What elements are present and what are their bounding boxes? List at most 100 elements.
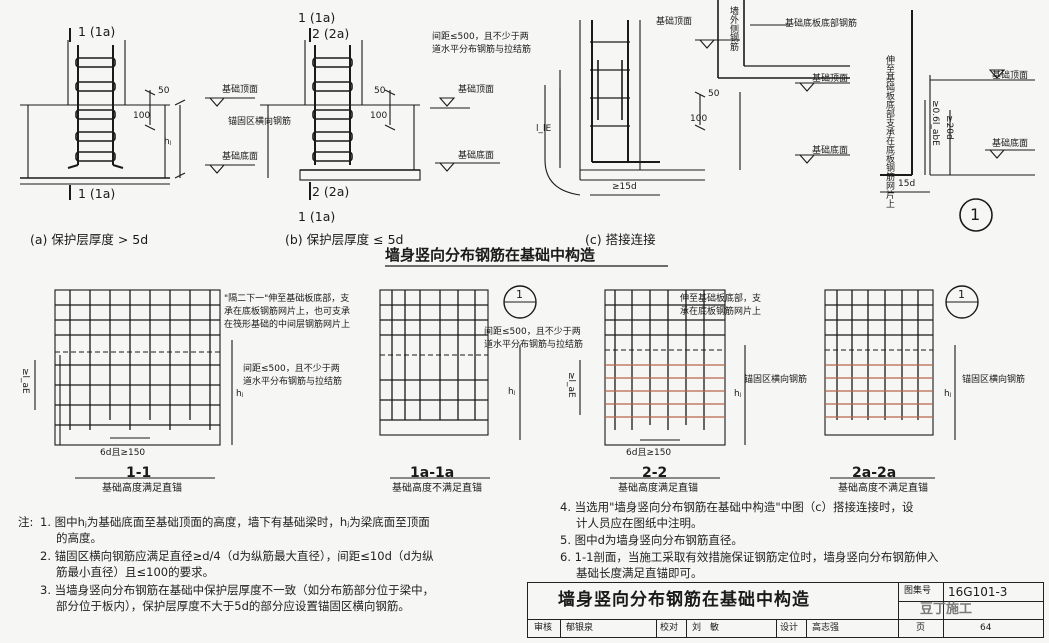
panel-a-callout-bottom: 基础底面	[222, 152, 259, 162]
sec11-note-top1: "隔二下一"伸至基础板底部，支	[224, 294, 350, 304]
panel-d-callout-top: 基础顶面	[812, 74, 849, 84]
sec11-caption: 基础高度满足直锚	[102, 483, 182, 494]
sec22-caption: 基础高度满足直锚	[618, 483, 698, 494]
sec11-dim-hj: hⱼ	[236, 389, 244, 399]
sec1a-dim-hj: hⱼ	[508, 387, 516, 397]
note-3-line1: 3. 当墙身竖向分布钢筋在基础中保护层厚度不一致（如分布筋部分位于梁中，	[40, 583, 435, 597]
panel-d-drawing	[717, 0, 850, 164]
title-block-title: 墙身竖向分布钢筋在基础中构造	[558, 590, 810, 610]
panel-c-dim-100: 100	[690, 114, 708, 124]
panel-b-caption: (b) 保护层厚度 ≤ 5d	[285, 232, 404, 247]
title-block-page-value: 64	[980, 623, 992, 633]
panel-c-spacing-line1: 间距≤500，且不少于两	[432, 32, 529, 42]
sec22-dim-bottom: 6d且≥150	[626, 448, 672, 458]
panel-e-vertical-note: 伸至基础板底部支承在底板钢筋网片上	[884, 55, 894, 208]
panel-b-section-top2: 2 (2a)	[312, 26, 350, 41]
panel-b-dim-100: 100	[370, 111, 388, 121]
title-block-watermark: 豆丁施工	[920, 602, 973, 617]
panel-e-detail-mark: 1	[970, 205, 981, 224]
sec22-dim-lae: ≥l_aE	[566, 372, 576, 398]
sec22-note1: 伸至基础板底部，支	[680, 294, 762, 304]
sec22-name: 2-2	[642, 465, 668, 481]
panel-c-callout-top: 基础顶面	[458, 85, 495, 95]
sec11-note-mid2: 道水平分布钢筋与拉结筋	[243, 377, 343, 387]
panel-c-caption: (c) 搭接连接	[585, 232, 656, 247]
panel-d-wall-label: 墙外侧钢筋	[728, 6, 738, 51]
note-5: 5. 图中d为墙身竖向分布钢筋直径。	[560, 533, 743, 547]
title-block-design-label: 设计	[780, 623, 799, 633]
section-title: 墙身竖向分布钢筋在基础中构造	[385, 246, 596, 264]
sec2a-dim-hj: hⱼ	[944, 389, 952, 399]
sec22-anchor: 锚固区横向钢筋	[744, 375, 808, 385]
panel-b-section-bottom2: 1 (1a)	[298, 209, 336, 224]
title-block-page-label: 页	[916, 623, 926, 633]
title-block-review-label: 审核	[534, 623, 553, 633]
note-4-line1: 4. 当选用"墙身竖向分布钢筋在基础中构造"中图（c）搭接连接时，设	[560, 500, 914, 514]
title-block-designer: 高志强	[812, 623, 840, 633]
title-block-atlas-label: 图集号	[904, 586, 932, 596]
sec11-dim-lae: ≥l_aE	[20, 368, 30, 394]
panel-c-dim-lle: l_lE	[536, 124, 552, 134]
panel-a-dim-100: 100	[133, 111, 151, 121]
note-2-line1: 2. 锚固区横向钢筋应满足直径≥d/4（d为纵筋最大直径），间距≤10d（d为纵	[40, 549, 434, 563]
section-2-2-drawing	[579, 289, 746, 479]
note-4-line2: 计人员应在图纸中注明。	[576, 516, 703, 530]
panel-a-section-bottom: 1 (1a)	[78, 186, 116, 201]
panel-b-callout-anchor: 锚固区横向钢筋	[228, 117, 292, 127]
panel-d-callout-top-left: 基础顶面	[656, 17, 693, 27]
note-6-line2: 基础长度满足直锚即可。	[576, 566, 703, 580]
panel-c-callout-bottom: 基础底面	[458, 151, 495, 161]
title-block-reviewer: 郁银泉	[566, 623, 594, 633]
panel-e-dim-20d: ≥20d	[944, 115, 954, 140]
sec2a-detail-mark: 1	[958, 288, 965, 301]
section-1-1-drawing	[34, 289, 233, 479]
sec11-name: 1-1	[126, 465, 152, 481]
sec1a-name: 1a-1a	[410, 465, 455, 481]
sec11-note-top3: 在筏形基础的中间层钢筋网片上	[224, 320, 351, 330]
sec2a-caption: 基础高度不满足直锚	[838, 483, 928, 494]
title-block-atlas-value: 16G101-3	[948, 585, 1008, 599]
panel-a-dim-50: 50	[158, 86, 170, 96]
panel-a-dim-hj: hⱼ	[164, 137, 172, 147]
panel-a-callout-top: 基础顶面	[222, 85, 259, 95]
notes-prefix: 注:	[18, 515, 34, 529]
panel-c-drawing	[430, 20, 741, 196]
sec1a-note2: 道水平分布钢筋与拉结筋	[484, 340, 584, 350]
panel-a-section-top: 1 (1a)	[78, 24, 116, 39]
sec22-dim-hj: hⱼ	[734, 389, 742, 399]
title-block-check-label: 校对	[660, 623, 679, 633]
note-2-line2: 筋最小直径）且≤100的要求。	[56, 565, 215, 579]
title-block-checker: 刘 敏	[692, 623, 720, 633]
sec11-dim-bottom: 6d且≥150	[100, 448, 146, 458]
section-2a-2a-drawing	[824, 285, 979, 479]
sec11-note-mid1: 间距≤500，且不少于两	[243, 364, 340, 374]
title-block: 墙身竖向分布钢筋在基础中构造 图集号 16G101-3 豆丁施工 审核 郁银泉 …	[527, 582, 1044, 638]
sec2a-name: 2a-2a	[852, 465, 897, 481]
panel-e-dim-06: ≥0.6l_abE	[930, 100, 940, 146]
panel-e-callout-top: 基础顶面	[992, 71, 1029, 81]
panel-e-callout-bottom: 基础底面	[992, 139, 1029, 149]
sec1a-detail-mark: 1	[516, 288, 523, 301]
section-1a-1a-drawing	[379, 285, 537, 479]
note-3-line2: 部分位于板内），保护层厚度不大于5d的部分应设置锚固区横向钢筋。	[56, 599, 410, 613]
sec22-note2: 承在底板钢筋网片上	[680, 307, 762, 317]
note-1-line2: 的高度。	[56, 531, 102, 545]
sec11-note-top2: 承在底板钢筋网片上，也可支承	[224, 307, 351, 317]
panel-a-drawing	[20, 28, 255, 200]
panel-e-dim-15d: 15d	[898, 179, 916, 189]
panel-e-drawing	[880, 10, 1035, 232]
sec1a-caption: 基础高度不满足直锚	[392, 483, 482, 494]
panel-b-section-bottom1: 2 (2a)	[312, 184, 350, 199]
panel-c-dim-50: 50	[708, 89, 720, 99]
sec2a-anchor: 锚固区横向钢筋	[962, 375, 1026, 385]
panel-d-callout-slab: 基础底板底部钢筋	[785, 19, 858, 29]
note-1-line1: 1. 图中hⱼ为基础底面至基础顶面的高度，墙下有基础梁时，hⱼ为梁底面至顶面	[40, 515, 430, 529]
panel-b-drawing	[260, 28, 421, 200]
panel-c-dim-15d: ≥15d	[612, 182, 637, 192]
panel-c-spacing-line2: 道水平分布钢筋与拉结筋	[432, 45, 532, 55]
panel-d-callout-bottom: 基础底面	[812, 146, 849, 156]
sec1a-note1: 间距≤500，且不少于两	[484, 327, 581, 337]
panel-b-dim-50: 50	[374, 86, 386, 96]
panel-a-caption: (a) 保护层厚度 > 5d	[30, 232, 149, 247]
